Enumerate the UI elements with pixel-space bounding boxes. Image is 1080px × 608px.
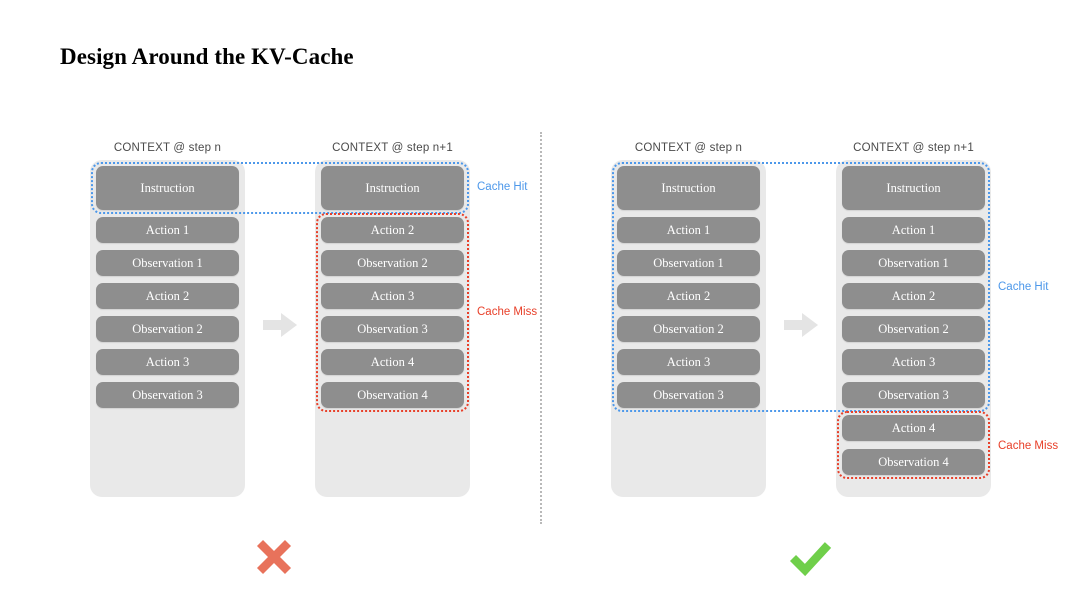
cache-miss-label-right: Cache Miss [998,440,1059,452]
token-box[interactable]: Observation 3 [96,382,239,408]
token-box[interactable]: Observation 2 [321,250,464,276]
token-box[interactable]: Instruction [842,166,985,210]
token-box[interactable]: Action 2 [321,217,464,243]
token-box[interactable]: Observation 4 [842,449,985,475]
left-col2-caption: CONTEXT @ step n+1 [332,142,453,154]
page-title: Design Around the KV-Cache [60,44,354,69]
token-box[interactable]: Observation 2 [96,316,239,342]
token-box[interactable]: Observation 1 [617,250,760,276]
token-box[interactable]: Observation 3 [617,382,760,408]
token-box[interactable]: Action 1 [617,217,760,243]
step-arrow-left [263,312,297,338]
token-box[interactable]: Instruction [617,166,760,210]
section-divider [540,132,542,524]
token-box[interactable]: Action 4 [842,415,985,441]
token-box[interactable]: Observation 1 [96,250,239,276]
token-box[interactable]: Action 2 [842,283,985,309]
token-box[interactable]: Observation 3 [842,382,985,408]
token-box[interactable]: Observation 4 [321,382,464,408]
token-box[interactable]: Observation 2 [842,316,985,342]
cache-miss-label-left: Cache Miss [477,306,538,318]
right-col2-caption: CONTEXT @ step n+1 [853,142,974,154]
cache-hit-label-left: Cache Hit [477,181,528,193]
token-box[interactable]: Observation 3 [321,316,464,342]
token-box[interactable]: Action 3 [96,349,239,375]
step-arrow-right [784,312,818,338]
token-box[interactable]: Action 3 [617,349,760,375]
token-box[interactable]: Action 1 [842,217,985,243]
check-icon [784,531,836,583]
token-box[interactable]: Action 3 [842,349,985,375]
right-col1-caption: CONTEXT @ step n [634,142,743,154]
token-box[interactable]: Observation 2 [617,316,760,342]
cache-hit-label-right: Cache Hit [998,281,1049,293]
token-box[interactable]: Action 1 [96,217,239,243]
token-box[interactable]: Instruction [321,166,464,210]
token-box[interactable]: Action 2 [96,283,239,309]
token-box[interactable]: Action 3 [321,283,464,309]
token-box[interactable]: Action 2 [617,283,760,309]
token-box[interactable]: Instruction [96,166,239,210]
left-col1-caption: CONTEXT @ step n [113,142,222,154]
token-box[interactable]: Action 4 [321,349,464,375]
token-box[interactable]: Observation 1 [842,250,985,276]
cross-icon [248,531,300,583]
